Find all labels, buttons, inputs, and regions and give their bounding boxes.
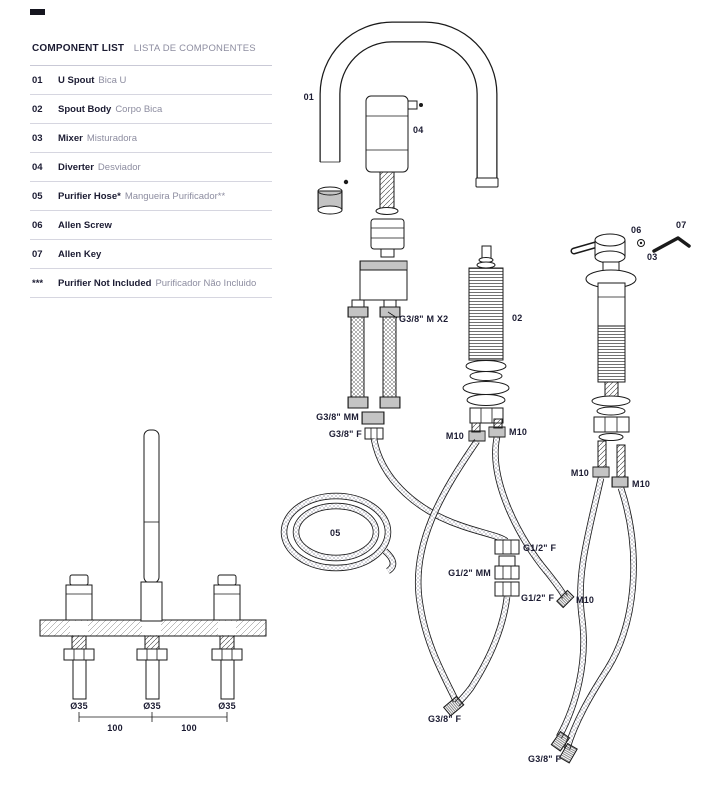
component-number: 01 xyxy=(32,74,43,86)
adapter-stack xyxy=(494,539,520,597)
label-g38-f: G3/8" F xyxy=(329,429,362,439)
component-translation: Mangueira Purificador** xyxy=(124,190,226,202)
g38-f-nut xyxy=(364,427,384,440)
component-number: 07 xyxy=(32,248,43,260)
m10-nut xyxy=(488,426,506,438)
component-list: COMPONENT LIST LISTA DE COMPONENTES 01 U… xyxy=(30,36,272,298)
component-number: 03 xyxy=(32,132,43,144)
component-translation: Misturadora xyxy=(86,132,137,144)
center-tap xyxy=(136,429,168,700)
label-part-05: 05 xyxy=(330,528,340,538)
component-row-07: 07 Allen Key xyxy=(30,240,272,269)
component-translation: Desviador xyxy=(97,161,141,173)
component-row-06: 06 Allen Screw xyxy=(30,211,272,240)
label-g38-f: G3/8" F xyxy=(428,714,461,724)
component-list-subtitle: LISTA DE COMPONENTES xyxy=(133,43,256,54)
component-name: Spout Body xyxy=(58,103,112,115)
component-translation: Corpo Bica xyxy=(115,103,163,115)
label-g12-f: G1/2" F xyxy=(521,593,554,603)
spout-adapter xyxy=(317,179,349,215)
m10-nut xyxy=(468,430,486,442)
label-dia35: Ø35 xyxy=(70,701,88,711)
component-number: *** xyxy=(32,277,44,289)
mixer xyxy=(570,233,691,488)
label-m10: M10 xyxy=(571,468,589,478)
component-name: Mixer xyxy=(58,132,83,144)
braided-supply-hoses xyxy=(347,306,401,440)
component-name: Diverter xyxy=(58,161,94,173)
spout-aerator-tip xyxy=(475,177,499,188)
dimension-line xyxy=(78,712,228,722)
label-dia35: Ø35 xyxy=(218,701,236,711)
component-row-note: *** Purifier Not Included Purificador Nã… xyxy=(30,269,272,298)
label-dia35: Ø35 xyxy=(143,701,161,711)
label-part-02: 02 xyxy=(512,313,522,323)
component-row-03: 03 Mixer Misturadora xyxy=(30,124,272,153)
component-row-04: 04 Diverter Desviador xyxy=(30,153,272,182)
component-name: Allen Key xyxy=(58,248,102,260)
faucet-body xyxy=(351,95,423,308)
label-g38-mm: G3/8" MM xyxy=(316,412,359,422)
component-name: Purifier Not Included xyxy=(58,277,152,289)
component-name: Purifier Hose* xyxy=(58,190,121,202)
component-translation: Purificador Não Incluido xyxy=(155,277,257,289)
component-number: 05 xyxy=(32,190,43,202)
hose-end-fittings xyxy=(442,589,578,764)
installation-view xyxy=(39,429,267,722)
label-part-03: 03 xyxy=(647,252,657,262)
label-dim-100: 100 xyxy=(107,723,123,733)
u-spout xyxy=(319,21,499,188)
purifier-hose-coil xyxy=(280,492,397,574)
component-row-02: 02 Spout Body Corpo Bica xyxy=(30,95,272,124)
label-g12-f: G1/2" F xyxy=(523,543,556,553)
component-list-title: COMPONENT LIST xyxy=(32,43,125,54)
label-m10: M10 xyxy=(509,427,527,437)
component-name: U Spout xyxy=(58,74,95,86)
component-translation: Bica U xyxy=(98,74,127,86)
m10-nut xyxy=(611,476,629,488)
left-tap xyxy=(63,574,95,700)
label-m10: M10 xyxy=(632,479,650,489)
label-m10: M10 xyxy=(576,595,594,605)
label-part-04: 04 xyxy=(413,125,423,135)
label-dim-100: 100 xyxy=(181,723,197,733)
label-g38-f: G3/8" F xyxy=(528,754,561,764)
corner-print-mark xyxy=(30,9,45,15)
g38-mm-nut xyxy=(361,411,385,425)
label-g38-m-x2: G3/8" M X2 xyxy=(399,314,448,324)
label-part-06: 06 xyxy=(631,225,641,235)
right-tap xyxy=(211,574,243,700)
component-row-01: 01 U Spout Bica U xyxy=(30,66,272,95)
m10-nut xyxy=(592,466,610,478)
component-name: Allen Screw xyxy=(58,219,112,231)
label-m10: M10 xyxy=(446,431,464,441)
spout-body xyxy=(462,245,510,442)
component-row-05: 05 Purifier Hose* Mangueira Purificador*… xyxy=(30,182,272,211)
component-list-header: COMPONENT LIST LISTA DE COMPONENTES xyxy=(30,36,272,66)
flexible-hoses xyxy=(370,436,637,750)
component-number: 02 xyxy=(32,103,43,115)
label-g12-mm: G1/2" MM xyxy=(448,568,491,578)
label-part-01: 01 xyxy=(304,92,314,102)
diverter-screw xyxy=(407,100,418,110)
diagram-labels: 01 04 G3/8" M X2 02 06 07 03 G3/8" MM G3… xyxy=(70,92,686,764)
component-number: 06 xyxy=(32,219,43,231)
component-number: 04 xyxy=(32,161,43,173)
label-part-07: 07 xyxy=(676,220,686,230)
allen-key xyxy=(652,236,691,253)
